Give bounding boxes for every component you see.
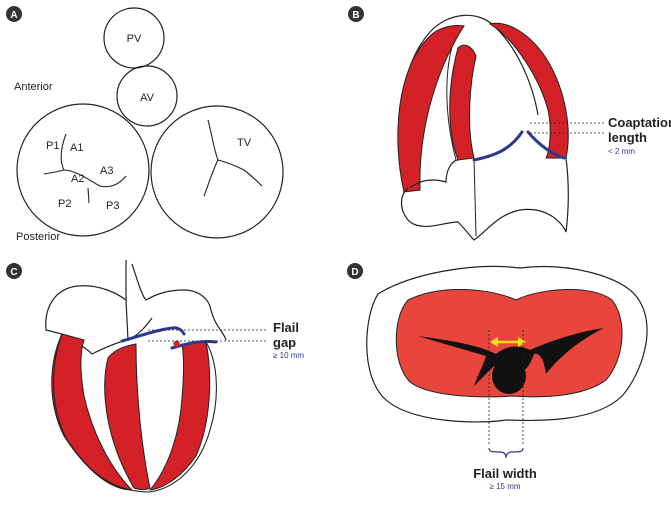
a1-label: A1 [70, 142, 83, 154]
anterior-leaflet [120, 326, 186, 343]
flail-gap-title-2: gap [273, 335, 296, 350]
a2-label: A2 [71, 173, 84, 185]
atrium-outline [400, 157, 569, 241]
flail-segment [492, 358, 526, 394]
pulmonary-valve [103, 7, 165, 69]
panel-c-badge [6, 263, 22, 279]
panel-d-badge [347, 263, 363, 279]
pv-label: PV [127, 33, 142, 45]
tv-label: TV [237, 137, 252, 149]
a3-label: A3 [100, 165, 113, 177]
panel-c-badge-label: C [10, 267, 17, 278]
atrial-septum [473, 157, 477, 237]
p2-label: P2 [58, 198, 71, 210]
coaptation-value: < 2 mm [608, 147, 635, 156]
tricuspid-valve [150, 105, 284, 239]
flail-width-value: ≥ 15 mm [489, 482, 520, 491]
flail-gap-value: ≥ 10 mm [273, 351, 304, 360]
panel-a: A PV AV P1 A1 A2 A3 P2 P3 TV Anterior Po… [6, 6, 284, 243]
tricuspid-coaptation-line [203, 119, 263, 197]
septal-wall [449, 44, 477, 161]
panel-c: C Flail gap ≥ 10 mm [6, 260, 304, 493]
mitral-valve [16, 103, 150, 237]
right-wall [148, 341, 211, 491]
panel-b-badge [348, 6, 364, 22]
aortic-valve [116, 65, 178, 127]
coaptation-title-2: length [608, 130, 647, 145]
right-atrium [209, 305, 227, 341]
posterior-leaflet [526, 130, 566, 160]
p3-label: P3 [106, 200, 119, 212]
flail-width-title: Flail width [473, 466, 537, 481]
panel-b: B Coaptation length < 2 mm [348, 6, 671, 241]
flail-width-arrow-right [518, 337, 526, 347]
coaptation-shape [418, 328, 604, 386]
flail-gap-marker [173, 340, 180, 348]
panel-b-badge-label: B [352, 10, 359, 21]
left-wall [397, 25, 465, 193]
right-wall [488, 22, 569, 159]
av-label: AV [140, 92, 155, 104]
p1-label: P1 [46, 140, 59, 152]
mitral-coaptation-line [43, 133, 127, 204]
coaptation-title-1: Coaptation [608, 115, 671, 130]
posterior-label: Posterior [16, 231, 60, 243]
panel-d: D Flail width ≥ 15 mm [347, 263, 648, 491]
panel-d-badge-label: D [351, 267, 358, 278]
anterior-leaflet [472, 130, 524, 162]
left-atrium [409, 159, 459, 189]
posterior-leaflet [170, 340, 218, 350]
flail-gap-title-1: Flail [273, 320, 299, 335]
flail-width-brace [488, 447, 524, 459]
ventricle-outline [53, 333, 217, 493]
panel-a-badge-label: A [10, 10, 17, 21]
septal-wall [104, 343, 151, 490]
flail-width-arrow-left [490, 337, 498, 347]
anterior-label: Anterior [14, 81, 53, 93]
panel-a-badge [6, 6, 22, 22]
